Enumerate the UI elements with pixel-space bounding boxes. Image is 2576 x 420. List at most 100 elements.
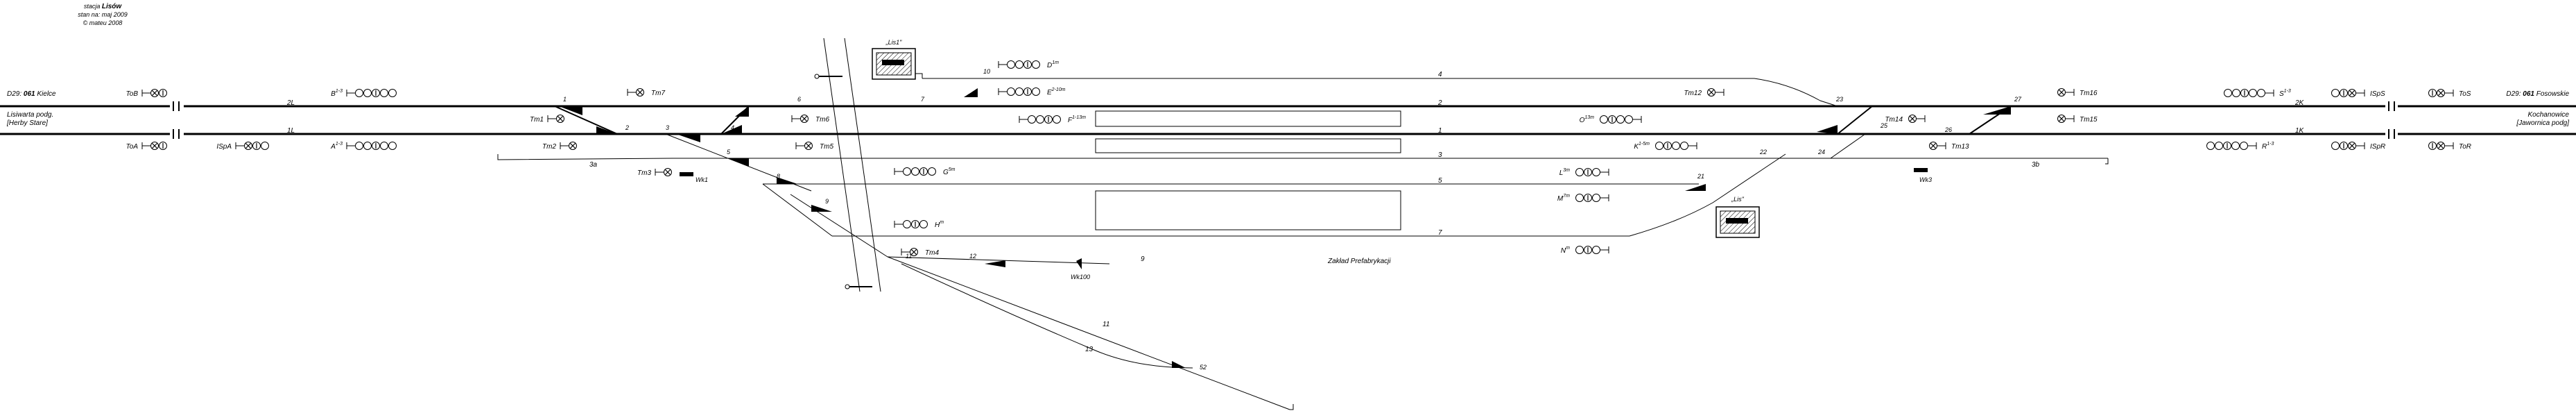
signal-label: S1-3 (2279, 89, 2291, 98)
switch-27 (1983, 106, 2011, 115)
light-signal-icon (1592, 194, 1600, 202)
track-3b-stop (2105, 158, 2109, 165)
track-label-1L: 1L (287, 127, 295, 135)
switch-number-labels: 1 2 3 4 5 6 7 8 9 10 11 12 21 22 23 24 2… (563, 68, 2022, 371)
light-signal-icon (1053, 115, 1061, 124)
signal-n: Nm (1561, 246, 1609, 255)
light-signal-icon (355, 142, 363, 150)
signal-label: Tm15 (2080, 116, 2098, 124)
signal-tm4: Tm4 (901, 248, 939, 257)
signal-label: Nm (1561, 246, 1570, 255)
track-7-curve (1629, 153, 1786, 237)
light-signal-icon (1007, 87, 1015, 96)
signal-ispr: ISpR (2331, 142, 2385, 151)
factory-label: Zakład Prefabrykacji (1327, 258, 1391, 265)
light-signal-icon (903, 167, 911, 176)
switch-25 (1817, 125, 1838, 134)
track-label-7: 7 (1438, 229, 1442, 237)
signal-tm14: Tm14 (1885, 115, 1926, 124)
signal-box-label: „Lis1" (885, 39, 903, 46)
light-signal-icon (1007, 60, 1015, 69)
switch-7 (964, 88, 978, 97)
crossover-25-27 (1837, 106, 1873, 135)
track-9 (887, 256, 1110, 264)
signal-tm16: Tm16 (2057, 88, 2098, 97)
light-signal-icon (1032, 60, 1040, 69)
signal-label: F1-13m (1068, 115, 1086, 124)
signal-label: Tm2 (542, 143, 556, 151)
switch-label: 52 (1200, 364, 1207, 371)
light-signal-icon (1015, 87, 1023, 96)
light-signal-icon (1625, 115, 1633, 124)
switch-label: 2 (625, 124, 629, 131)
switch-label: 22 (1759, 149, 1767, 156)
left-destination-2: [Herby Stare] (6, 119, 48, 127)
signal-b: B1-3 (331, 89, 397, 98)
light-signal-icon (380, 89, 388, 97)
branch-to-9 (790, 194, 888, 258)
signal-toa: ToA (126, 142, 167, 151)
signal-ispa: ISpA (216, 142, 269, 151)
derailer-icon (1914, 168, 1928, 172)
crossover-1-2 (554, 106, 618, 135)
signal-label: Tm1 (530, 116, 544, 124)
signal-tm3: Tm3 (637, 168, 672, 177)
signal-box-lever (1726, 218, 1748, 224)
derailer-icon (680, 172, 693, 176)
switch-label: 6 (797, 96, 801, 103)
signal-label: ToS (2459, 90, 2471, 98)
switch-label: 10 (983, 68, 990, 75)
signal-l: L3m (1559, 168, 1609, 177)
platform-3 (1095, 190, 1401, 230)
light-signal-icon (2331, 142, 2340, 150)
light-signal-icon (388, 89, 397, 97)
platform-1 (1095, 110, 1401, 127)
switch-52 (1172, 361, 1186, 368)
track-11-stop (1290, 404, 1294, 410)
signal-label: Tm12 (1684, 90, 1702, 97)
branch-to-7 (762, 183, 833, 237)
light-signal-icon (2257, 89, 2265, 97)
signal-h: Hm (894, 220, 944, 229)
light-signal-icon (919, 220, 928, 228)
signal-label: E2-10m (1047, 87, 1066, 96)
signal-box-label: „Lis" (1731, 196, 1745, 203)
light-signal-icon (1616, 115, 1625, 124)
light-signal-icon (2240, 142, 2248, 150)
switch-label: 1 (563, 96, 567, 103)
signal-isps: ISpS (2331, 89, 2385, 98)
light-signal-icon (1680, 142, 1688, 150)
switch-12 (985, 260, 1005, 267)
signal-tm15: Tm15 (2057, 115, 2098, 124)
track-label-2K: 2K (2294, 99, 2305, 107)
signal-g: G5m (894, 167, 956, 176)
light-signal-icon (911, 167, 919, 176)
light-signal-icon (2231, 142, 2240, 150)
switch-2 (596, 126, 617, 134)
signal-box-lis: „Lis" (1715, 196, 1760, 238)
derailers: Wk1 Wk3 Wk100 Zakład Prefabrykacji (680, 168, 1932, 280)
light-signal-icon (928, 167, 936, 176)
line-ends: D29: 061 Kielce Lisiwarta podg. [Herby S… (6, 90, 2569, 127)
light-signal-icon (1575, 246, 1584, 254)
track-label-2L: 2L (286, 99, 295, 107)
platforms (1095, 110, 1401, 230)
switch-label: 5 (727, 149, 731, 156)
main-tracks (0, 101, 2576, 139)
signal-label: Tm13 (1951, 143, 1969, 151)
derailer-icon (1076, 258, 1082, 269)
signal-tm2: Tm2 (542, 142, 577, 151)
signal-label: ToR (2459, 143, 2471, 151)
signal-label: Tm7 (651, 90, 665, 97)
track-label-3: 3 (1438, 151, 1442, 159)
track-label-3b: 3b (2032, 161, 2040, 169)
signal-label: Tm3 (637, 169, 651, 177)
signal-tm13: Tm13 (1929, 142, 1969, 151)
switch-label: 12 (969, 253, 976, 260)
crossing-barriers (814, 74, 872, 289)
switch-label: 23 (1835, 96, 1843, 103)
track-label-13: 13 (1085, 346, 1093, 353)
switch-label: 3 (666, 124, 669, 131)
signal-label: ISpR (2370, 143, 2385, 151)
light-signal-icon (1592, 246, 1600, 254)
